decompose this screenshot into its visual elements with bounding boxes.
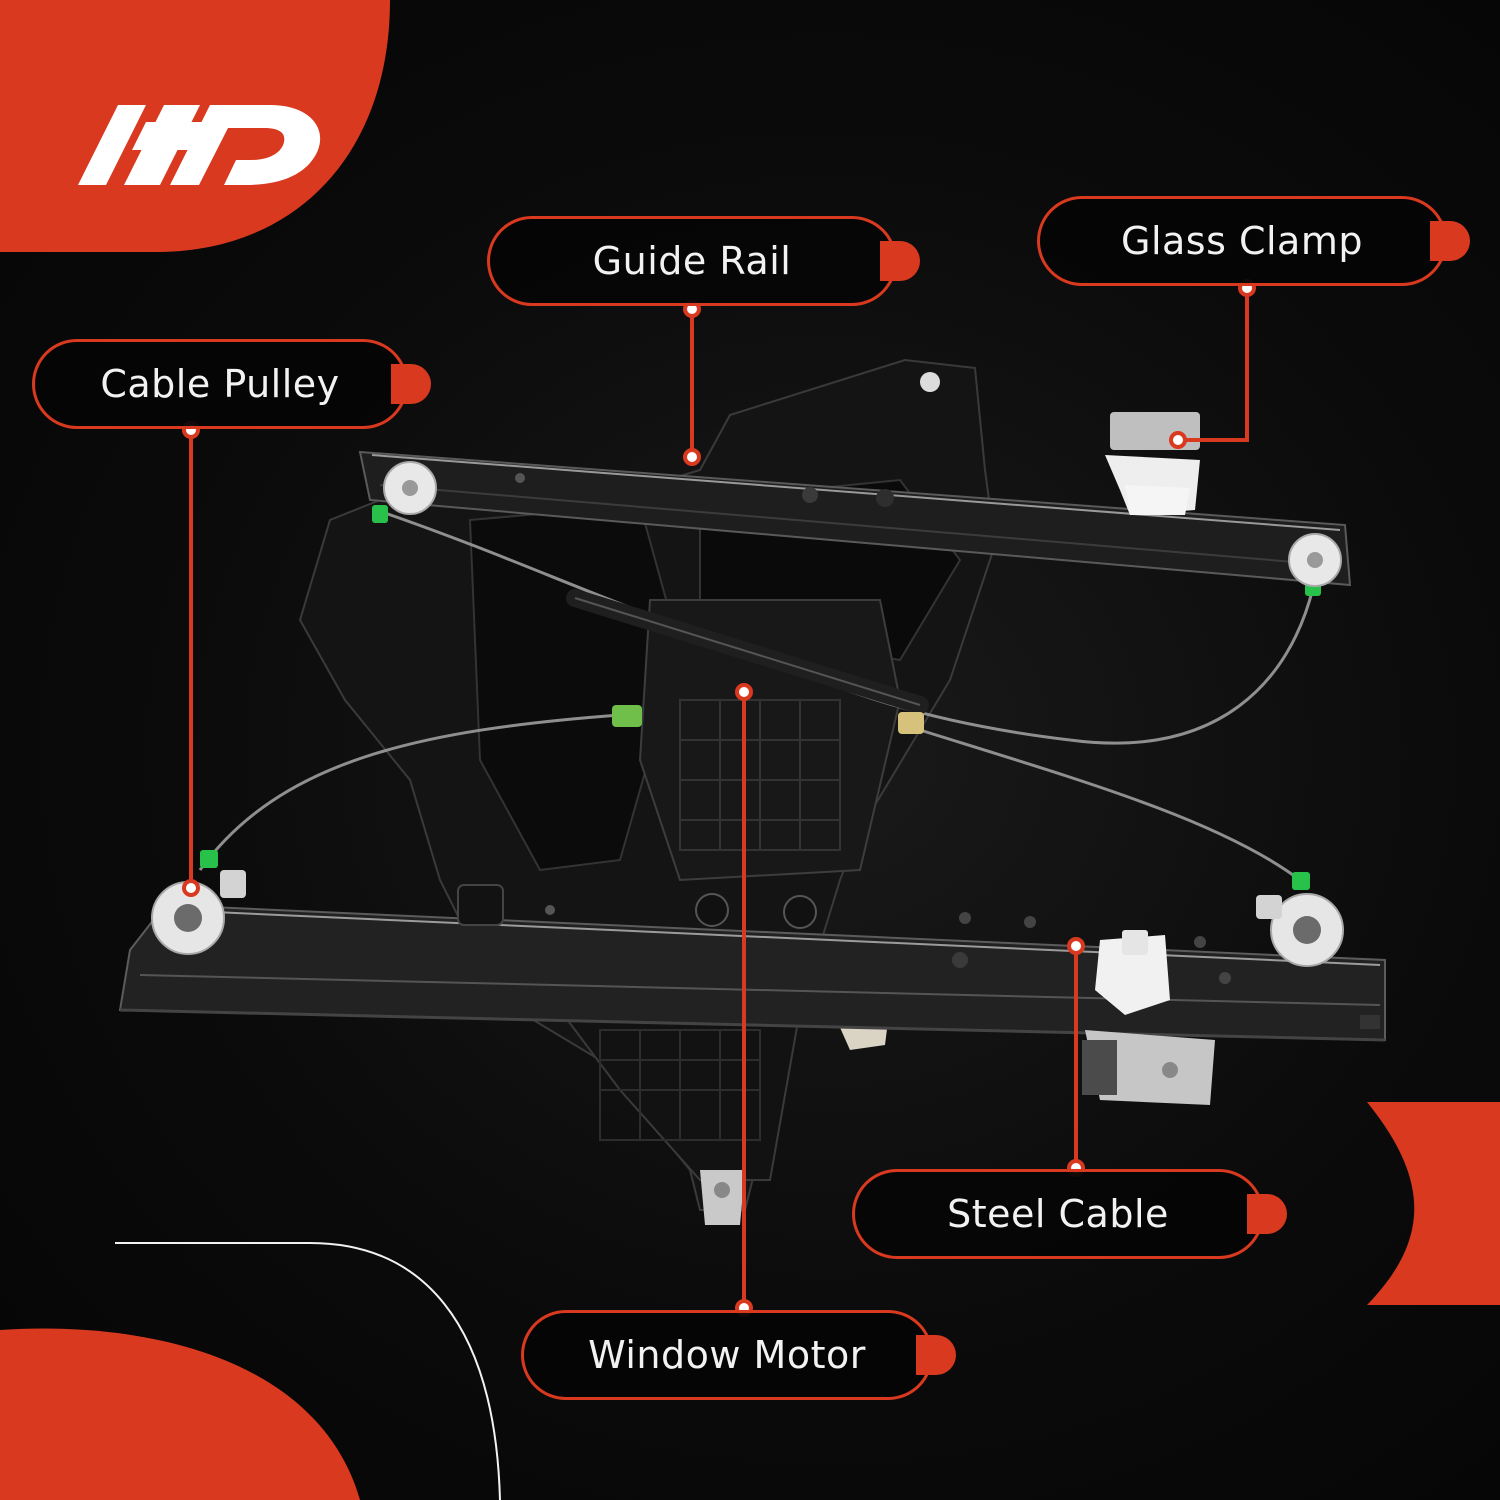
label-tab-icon [391, 364, 431, 404]
steel-cable-label: Steel Cable [852, 1169, 1287, 1259]
cable-pulleys [151, 461, 1344, 967]
regulator-bracket [298, 358, 997, 1225]
callout-leader-lines [189, 288, 1249, 1308]
bottom-left-corner-shape [0, 1328, 360, 1500]
glass-clamp-label: Glass Clamp [1037, 196, 1470, 286]
cable-pulley-label-text: Cable Pulley [100, 362, 340, 406]
label-tab-icon [1247, 1194, 1287, 1234]
cable-tension-spring [612, 705, 924, 734]
cable-pulley-label: Cable Pulley [32, 339, 431, 429]
glass-clamp-label-text: Glass Clamp [1121, 219, 1363, 263]
top-guide-rail [358, 450, 1352, 587]
a-premium-logo-icon [78, 105, 321, 185]
guide-rail-label-text: Guide Rail [592, 239, 792, 283]
right-edge-shape [1367, 1102, 1500, 1305]
bottom-left-outline-arc [115, 1242, 501, 1500]
steel-cable-label-text: Steel Cable [947, 1192, 1169, 1236]
glass-clamps [1082, 412, 1215, 1105]
bottom-guide-rail [118, 884, 1386, 1042]
label-tab-icon [916, 1335, 956, 1375]
guide-rail-label: Guide Rail [487, 216, 920, 306]
window-motor-label: Window Motor [521, 1310, 956, 1400]
label-tab-icon [880, 241, 920, 281]
steel-cable-lines [198, 511, 1315, 882]
window-motor-label-text: Window Motor [588, 1333, 866, 1377]
label-tab-icon [1430, 221, 1470, 261]
